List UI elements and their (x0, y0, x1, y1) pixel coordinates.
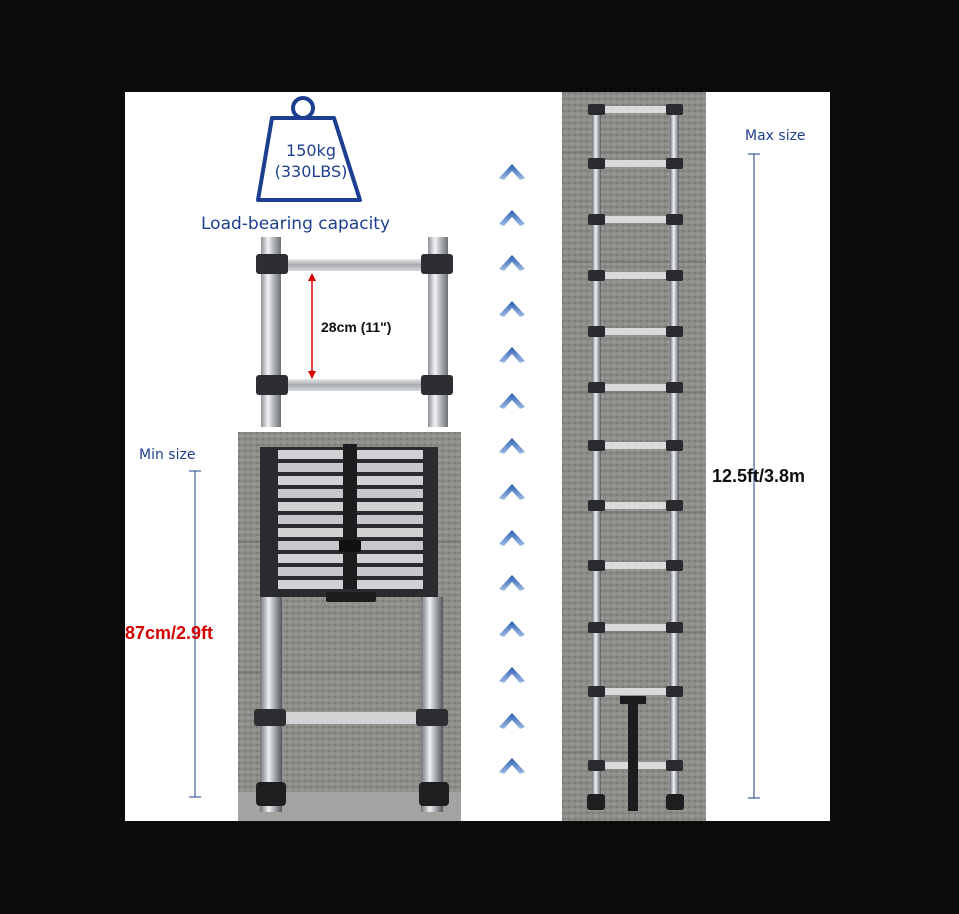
extension-arrows (495, 152, 529, 792)
up-arrow-icon (499, 621, 525, 638)
up-arrow-icon (499, 346, 525, 363)
product-image-panel: 150kg (330LBS) Load-bearing capacity (125, 92, 830, 821)
capacity-label: Load-bearing capacity (201, 214, 391, 234)
up-arrow-icon (499, 301, 525, 318)
collapsed-ladder-photo (238, 432, 461, 821)
up-arrow-icon (499, 209, 525, 226)
min-size-dimension: 87cm/2.9ft (125, 623, 214, 643)
up-arrow-icon (499, 164, 525, 180)
up-arrow-icon (499, 758, 525, 775)
min-size-label: Min size (139, 447, 196, 463)
rung-spacing-label: 28cm (11") (321, 319, 392, 335)
up-arrow-icon (499, 575, 525, 592)
up-arrow-icon (499, 484, 525, 500)
max-size-dimension: 12.5ft/3.8m (712, 466, 806, 486)
up-arrow-icon (499, 529, 525, 546)
up-arrow-icon (499, 392, 525, 409)
weight-icon (256, 96, 362, 202)
weight-value: 150kg (330LBS) (256, 140, 366, 182)
weight-kg: 150kg (286, 141, 336, 160)
extended-ladder-photo (562, 92, 706, 821)
up-arrow-icon (499, 438, 525, 455)
min-size-dimension-line (189, 470, 201, 798)
rung-closeup-photo (251, 237, 456, 427)
up-arrow-icon (499, 712, 525, 729)
weight-lbs: (330LBS) (274, 162, 348, 181)
max-size-dimension-line (748, 153, 760, 799)
max-size-label: Max size (745, 128, 806, 144)
up-arrow-icon (499, 666, 525, 683)
up-arrow-icon (499, 255, 525, 272)
